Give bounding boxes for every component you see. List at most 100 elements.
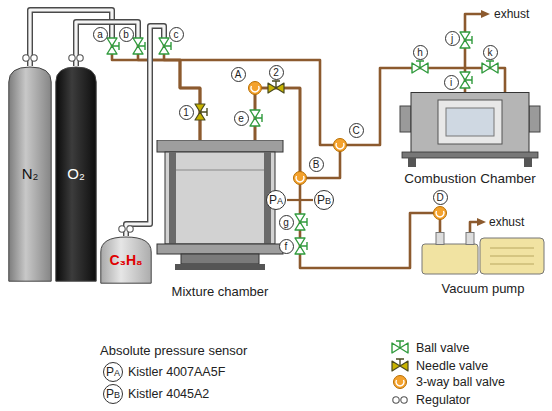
callout-letter: 1 xyxy=(179,105,194,120)
callout-letter: g xyxy=(279,215,294,230)
pipe xyxy=(180,60,334,145)
shape-part xyxy=(524,158,532,167)
node-label: N₂ xyxy=(22,165,39,183)
exhaust-note: exhust xyxy=(494,7,529,21)
ball-valve xyxy=(133,38,145,54)
gas-cylinder: C₃H₈ xyxy=(100,236,152,284)
pipe xyxy=(112,40,200,140)
pressure-sensor: PA xyxy=(103,362,123,382)
callout-letter: e xyxy=(234,111,249,126)
exhaust-note: exhust xyxy=(489,215,524,229)
pressure-sensor: PA xyxy=(266,190,286,210)
gas-tube xyxy=(30,10,112,66)
legend-symbol xyxy=(394,376,407,389)
regulator-symbol xyxy=(69,55,83,61)
sensor-model: Kistler 4045A2 xyxy=(128,387,209,401)
gas-cylinder: N₂ xyxy=(8,66,52,282)
shape-part xyxy=(165,152,275,244)
shape-part xyxy=(56,67,96,281)
exhaust-arrow xyxy=(481,10,490,18)
ball-valve xyxy=(412,61,428,73)
pressure-sensor: PB xyxy=(314,190,334,210)
callout-letter: a xyxy=(93,27,108,42)
node-label: Combustion Chamber xyxy=(404,171,535,187)
callout-letter: i xyxy=(444,75,459,90)
callout-letter: c xyxy=(169,27,184,42)
legend-symbol xyxy=(393,397,407,403)
callout-letter: D xyxy=(433,190,448,205)
regulator-symbol xyxy=(119,226,133,232)
ball-valve xyxy=(460,32,472,48)
sensor-pipe xyxy=(287,199,313,201)
legend-text: Regulator xyxy=(416,393,470,407)
ball-valve xyxy=(107,38,119,54)
pipe xyxy=(164,40,200,140)
shape-part xyxy=(422,244,478,274)
gas-tube xyxy=(126,26,164,236)
node-label: Mixture chamber xyxy=(172,284,269,300)
three-way-valve xyxy=(294,172,307,185)
three-way-valve xyxy=(334,139,347,152)
shape-part xyxy=(169,152,176,244)
callout-letter: j xyxy=(445,31,460,46)
legend-text: Ball valve xyxy=(416,341,470,355)
legend-symbol xyxy=(392,359,408,371)
callout-letter: 2 xyxy=(269,65,284,80)
shape-part xyxy=(408,158,416,167)
shape-part xyxy=(101,237,151,283)
node-label: C₃H₈ xyxy=(109,252,142,269)
regulator-symbol xyxy=(23,55,37,61)
chamber-drawing xyxy=(392,92,548,168)
ball-valve xyxy=(460,72,472,88)
shape-part xyxy=(400,106,411,132)
shape-part xyxy=(411,93,529,153)
exhaust-arrow xyxy=(477,218,486,226)
shape-part xyxy=(402,152,538,158)
gas-cylinder: O₂ xyxy=(55,66,97,282)
shape-part xyxy=(466,233,474,245)
shape-part xyxy=(176,170,264,171)
shape-part xyxy=(438,100,502,144)
ball-valve xyxy=(295,238,307,254)
callout-letter: f xyxy=(279,239,294,254)
shape-part xyxy=(446,108,494,136)
gas-tube xyxy=(76,22,138,66)
shape-part xyxy=(157,244,283,254)
node-label: Vacuum pump xyxy=(442,281,525,297)
shape-part xyxy=(436,233,444,245)
shape-part xyxy=(529,106,540,132)
three-way-valve xyxy=(249,82,262,95)
shape-part xyxy=(490,256,534,257)
three-way-valve xyxy=(434,207,447,220)
callout-letter: B xyxy=(309,157,324,172)
legend-heading: Absolute pressure sensor xyxy=(100,343,247,358)
shape-part xyxy=(181,254,259,264)
needle-valve xyxy=(195,104,207,120)
chamber-drawing xyxy=(155,140,285,272)
shape-part xyxy=(157,140,283,152)
legend-text: 3-way ball valve xyxy=(416,375,505,389)
mixture-chamber: Mixture chamber xyxy=(155,140,285,300)
ball-valve xyxy=(159,38,171,54)
combustion-chamber: Combustion Chamber xyxy=(392,92,548,187)
gas-tube xyxy=(30,10,112,66)
legend-text: Needle valve xyxy=(416,359,488,373)
ball-valve xyxy=(250,110,262,126)
pressure-sensor: PB xyxy=(103,384,123,404)
pump-drawing xyxy=(418,232,548,276)
shape-part xyxy=(490,264,534,265)
exhaust-pipe xyxy=(465,14,482,68)
gas-tube xyxy=(126,26,164,236)
ball-valve xyxy=(295,214,307,230)
needle-valve xyxy=(268,81,284,93)
node-label: O₂ xyxy=(67,165,85,183)
callout-letter: A xyxy=(231,67,246,82)
shape-part xyxy=(175,264,265,270)
shape-part xyxy=(480,238,544,274)
callout-letter: C xyxy=(349,123,364,138)
shape-part xyxy=(9,67,51,281)
callout-letter: k xyxy=(483,45,498,60)
legend-symbol xyxy=(392,341,408,353)
shape-part xyxy=(490,248,534,249)
gas-tube xyxy=(76,22,138,66)
